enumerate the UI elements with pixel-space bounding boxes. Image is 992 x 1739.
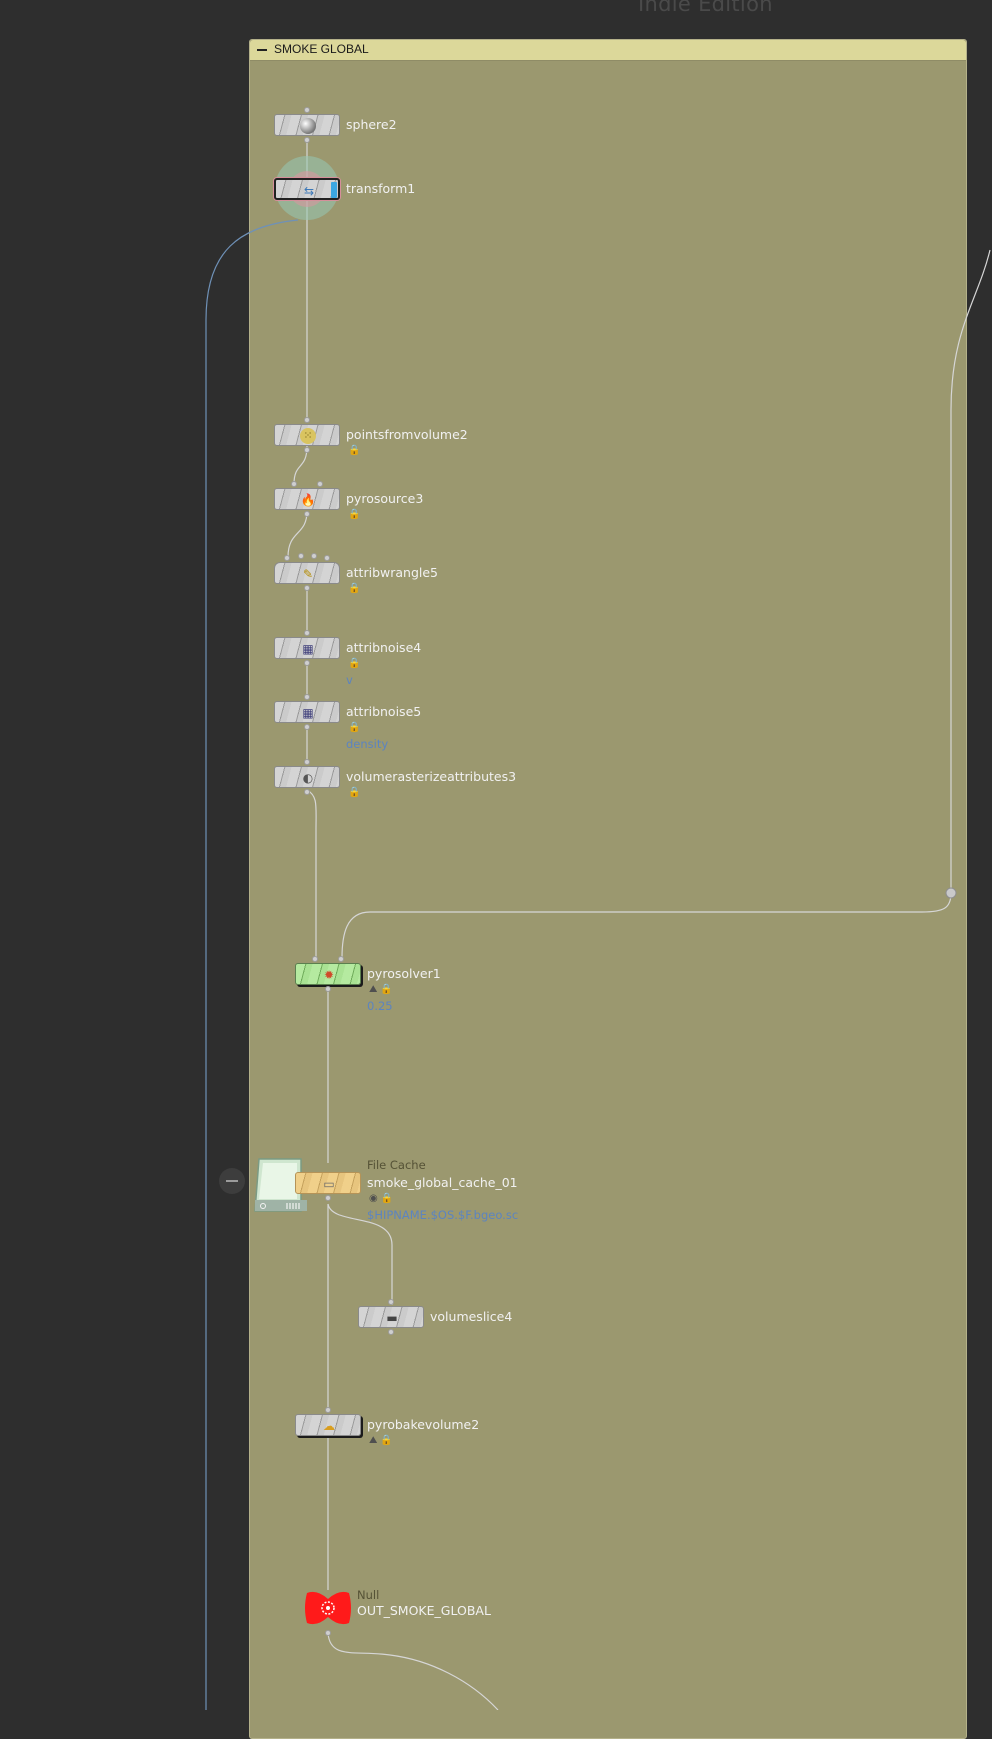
output-port[interactable] [304, 511, 310, 517]
input-port[interactable] [338, 956, 344, 962]
node-body[interactable]: ▬ [358, 1306, 424, 1328]
slice-icon: ▬ [386, 1311, 398, 1325]
lock-icon: 🔒 [348, 722, 364, 733]
node-pyrobakevolume2[interactable]: ☁ pyrobakevolume2 ⛰🔒 [295, 1407, 479, 1446]
output-port[interactable] [304, 447, 310, 453]
node-pointsfromvolume2[interactable]: ⁙ pointsfromvolume2 🔒 [274, 417, 468, 456]
output-port[interactable] [304, 137, 310, 143]
flags-icons: ◉🔒 [369, 1193, 397, 1204]
node-label: attribnoise5 [346, 704, 422, 719]
lock-icon: 🔒 [348, 583, 364, 594]
node-label: transform1 [346, 181, 416, 196]
node-sphere2[interactable]: sphere2 [274, 107, 397, 143]
input-port[interactable] [324, 555, 330, 561]
output-port[interactable] [325, 1630, 331, 1636]
node-label: pyrobakevolume2 [367, 1417, 480, 1432]
flags-icons: ⛰🔒 [369, 984, 396, 995]
node-attribnoise5[interactable]: ▦ attribnoise5 🔒 density [274, 694, 421, 751]
lock-icon: 🔒 [348, 509, 364, 520]
node-body[interactable]: ⇆ [274, 178, 340, 200]
node-comment: density [346, 737, 389, 751]
wrangle-icon: ✎ [302, 567, 314, 581]
node-body[interactable]: ◐ [274, 766, 340, 788]
remove-icon[interactable] [219, 1168, 245, 1194]
noise-icon: ▦ [302, 706, 314, 720]
noise-icon: ▦ [302, 642, 314, 656]
lock-icon: 🔒 [348, 445, 364, 456]
output-port[interactable] [304, 789, 310, 795]
flags-icons: ⛰🔒 [369, 1435, 396, 1446]
output-port[interactable] [304, 660, 310, 666]
node-comment: 0.25 [367, 999, 393, 1013]
output-port[interactable] [325, 1195, 331, 1201]
input-port[interactable] [304, 417, 310, 423]
node-label: pyrosource3 [346, 491, 424, 506]
node-smoke-global-cache-01[interactable]: ▭ File Cache smoke_global_cache_01 ◉🔒 $H… [295, 1158, 518, 1222]
node-body[interactable]: 🔥 [274, 488, 340, 510]
edition-watermark: Indie Edition [638, 0, 773, 16]
node-volumerasterizeattributes3[interactable]: ◐ volumerasterizeattributes3 🔒 [274, 759, 516, 798]
output-port[interactable] [304, 724, 310, 730]
input-port[interactable] [304, 759, 310, 765]
sphere-icon [300, 118, 316, 134]
node-comment: $HIPNAME.$OS.$F.bgeo.sc [367, 1208, 519, 1222]
lock-icon: 🔒 [348, 787, 364, 798]
node-body[interactable]: ✹ [295, 963, 361, 985]
output-port[interactable] [325, 986, 331, 992]
node-body[interactable]: ✎ [274, 562, 340, 584]
node-label: attribnoise4 [346, 640, 422, 655]
cache-icon: ▭ [323, 1177, 335, 1191]
node-type-label: File Cache [367, 1158, 426, 1172]
transform-icon: ⇆ [303, 184, 315, 198]
node-type-label: Null [357, 1588, 380, 1602]
input-port[interactable] [311, 553, 317, 559]
node-transform1[interactable]: ⇆ transform1 [274, 156, 415, 220]
input-port[interactable] [284, 555, 290, 561]
node-label: pointsfromvolume2 [346, 427, 468, 442]
node-label: pyrosolver1 [367, 966, 441, 981]
output-port[interactable] [388, 1329, 394, 1335]
node-attribwrangle5[interactable]: ✎ attribwrangle5 🔒 [274, 553, 438, 594]
node-label: OUT_SMOKE_GLOBAL [357, 1603, 491, 1618]
node-body[interactable]: ▦ [274, 637, 340, 659]
node-attribnoise4[interactable]: ▦ attribnoise4 🔒 v [274, 630, 421, 687]
lock-icon: 🔒 [348, 658, 364, 669]
points-icon: ⁙ [300, 428, 316, 444]
node-pyrosolver1[interactable]: ✹ pyrosolver1 ⛰🔒 0.25 [295, 956, 441, 1013]
network-box-smoke-global[interactable]: SMOKE GLOBAL [249, 39, 967, 1739]
node-body[interactable]: ⁙ [274, 424, 340, 446]
network-box-title: SMOKE GLOBAL [274, 42, 369, 56]
node-label: volumerasterizeattributes3 [346, 769, 517, 784]
network-box-header[interactable]: SMOKE GLOBAL [250, 40, 966, 61]
input-port[interactable] [298, 553, 304, 559]
node-label: sphere2 [346, 117, 397, 132]
input-port[interactable] [291, 481, 297, 487]
node-body[interactable]: ☁ [295, 1414, 361, 1436]
node-body[interactable]: ▦ [274, 701, 340, 723]
input-port[interactable] [388, 1299, 394, 1305]
node-comment: v [346, 673, 353, 687]
node-body[interactable] [274, 114, 340, 136]
node-pyrosource3[interactable]: 🔥 pyrosource3 🔒 [274, 481, 423, 520]
input-port[interactable] [317, 481, 323, 487]
input-port[interactable] [304, 630, 310, 636]
rasterize-icon: ◐ [302, 771, 314, 785]
null-node-labels: Null OUT_SMOKE_GLOBAL [357, 1588, 491, 1618]
bake-icon: ☁ [323, 1419, 335, 1433]
node-body[interactable]: ▭ [295, 1172, 361, 1194]
display-flag[interactable] [331, 182, 337, 198]
pyro-solver-icon: ✹ [323, 968, 335, 982]
input-port[interactable] [304, 694, 310, 700]
input-port[interactable] [312, 956, 318, 962]
null-icon[interactable] [303, 1589, 353, 1627]
node-label: smoke_global_cache_01 [367, 1175, 518, 1190]
input-port[interactable] [325, 1407, 331, 1413]
node-label: volumeslice4 [430, 1309, 513, 1324]
input-port[interactable] [304, 107, 310, 113]
flame-icon: 🔥 [300, 493, 316, 507]
node-volumeslice4[interactable]: ▬ volumeslice4 [358, 1299, 512, 1335]
node-label: attribwrangle5 [346, 565, 439, 580]
collapse-box-button[interactable] [256, 44, 268, 55]
output-port[interactable] [304, 585, 310, 591]
